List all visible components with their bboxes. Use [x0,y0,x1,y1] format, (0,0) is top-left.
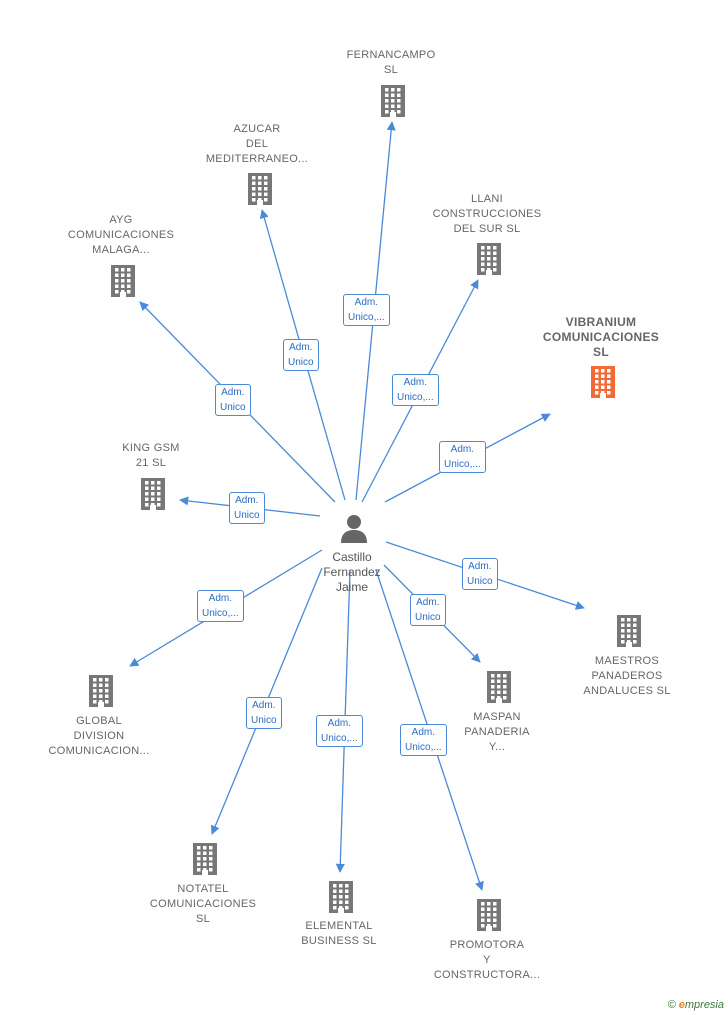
edge-role-label-elemental: Adm.Unico,... [316,715,363,747]
building-icon[interactable] [474,242,504,276]
edge-role-label-azucar: Adm.Unico [283,339,319,371]
building-icon[interactable] [474,898,504,932]
edge-role-label-ayg: Adm.Unico [215,384,251,416]
building-icon[interactable] [484,670,514,704]
person-icon[interactable] [339,513,369,545]
edge-role-label-global: Adm.Unico,... [197,590,244,622]
building-icon[interactable] [190,842,220,876]
building-icon[interactable] [138,477,168,511]
edge-role-label-vibranium: Adm.Unico,... [439,441,486,473]
edge-role-label-notatel: Adm.Unico [246,697,282,729]
edge-role-label-maestros: Adm.Unico [462,558,498,590]
building-icon[interactable] [245,172,275,206]
edge-role-label-maspan: Adm.Unico [410,594,446,626]
person-name[interactable]: Castillo Fernandez Jaime [323,550,381,594]
edge-role-label-fernancampo: Adm.Unico,... [343,294,390,326]
building-icon[interactable] [614,614,644,648]
building-icon[interactable] [108,264,138,298]
building-icon[interactable] [588,365,618,399]
edge-role-label-llani: Adm.Unico,... [392,374,439,406]
brand-logo: © empresia [667,999,724,1011]
edge-role-label-promotora: Adm.Unico,... [400,724,447,756]
edge-role-label-kinggsm: Adm.Unico [229,492,265,524]
building-icon[interactable] [378,84,408,118]
building-icon[interactable] [86,674,116,708]
building-icon[interactable] [326,880,356,914]
